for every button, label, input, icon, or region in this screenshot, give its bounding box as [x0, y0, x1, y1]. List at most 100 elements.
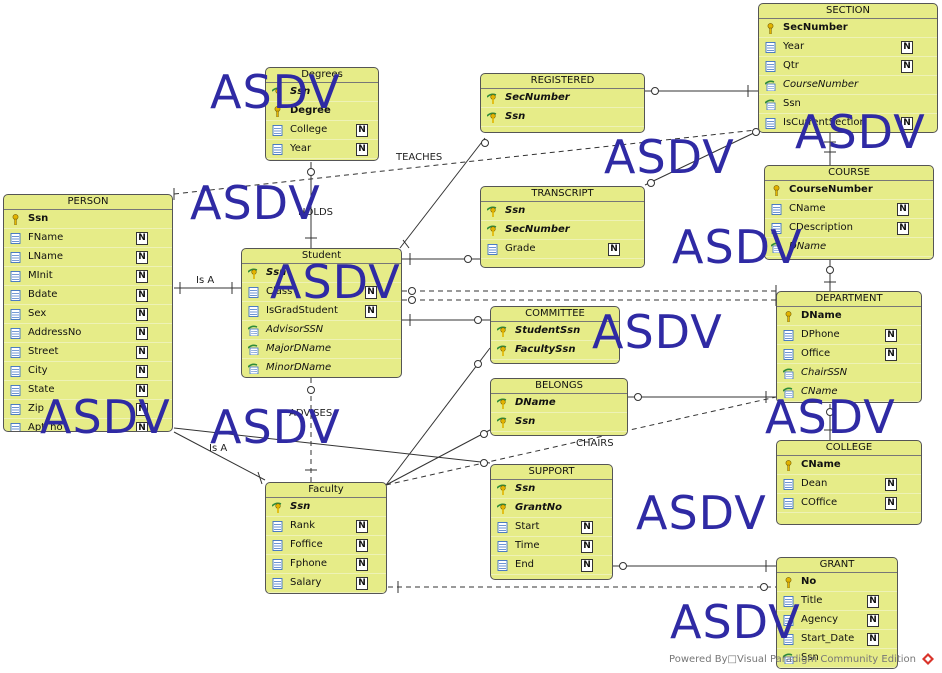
attribute-row[interactable]: SecNumber	[759, 19, 937, 38]
attribute-row[interactable]: ChairSSN	[777, 364, 921, 383]
column-icon	[10, 328, 21, 339]
attribute-row[interactable]: DName	[765, 238, 933, 257]
foreign-key-icon	[248, 344, 259, 355]
attribute-row[interactable]: SecNumber	[481, 89, 644, 108]
primary-foreign-key-icon	[487, 112, 497, 123]
attribute-name: Fphone	[290, 558, 328, 569]
attribute-row[interactable]: Ssn	[266, 498, 386, 517]
attribute-name: Qtr	[783, 60, 799, 71]
foreign-key-icon	[765, 80, 776, 91]
attribute-row[interactable]: DName	[777, 307, 921, 326]
attribute-row[interactable]: Ssn	[481, 108, 644, 127]
attribute-row[interactable]: Ssn	[491, 480, 612, 499]
attribute-row[interactable]: Degree	[266, 102, 378, 121]
attribute-row[interactable]: StudentSsn	[491, 322, 619, 341]
attribute-row[interactable]: FacultySsn	[491, 341, 619, 360]
attribute-row[interactable]: CName	[777, 383, 921, 402]
attribute-row[interactable]: AdvisorSSN	[242, 321, 401, 340]
attribute-name: Title	[801, 595, 823, 606]
attribute-row[interactable]: CourseNumber	[759, 76, 937, 95]
attribute-row[interactable]: MajorDName	[242, 340, 401, 359]
column-icon	[765, 118, 776, 129]
nullable-flag: N	[136, 270, 148, 283]
primary-key-icon	[785, 311, 792, 322]
column-icon	[765, 42, 776, 53]
attribute-row[interactable]: CName	[777, 456, 921, 475]
column-icon	[771, 223, 782, 234]
attribute-name: DPhone	[801, 329, 840, 340]
attribute-row[interactable]: DName	[491, 394, 627, 413]
attribute-row[interactable]: No	[777, 573, 897, 592]
attribute-row[interactable]: Ssn	[4, 210, 172, 229]
primary-key-icon	[274, 106, 281, 117]
attribute-row[interactable]: SecNumber	[481, 221, 644, 240]
attribute-name: Office	[801, 348, 831, 359]
attribute-row[interactable]: MinorDName	[242, 359, 401, 377]
entity-title: TRANSCRIPT	[481, 187, 644, 202]
attribute-row[interactable]: Ssn	[242, 264, 401, 283]
attribute-row[interactable]: CourseNumber	[765, 181, 933, 200]
attribute-row[interactable]: Ssn	[481, 202, 644, 221]
attribute-row[interactable]: Ssn	[266, 83, 378, 102]
column-icon	[272, 125, 283, 136]
attribute-row[interactable]: Ssn	[759, 95, 937, 114]
primary-foreign-key-icon	[497, 326, 507, 337]
column-icon	[783, 634, 794, 645]
attribute-name: Dean	[801, 478, 828, 489]
primary-foreign-key-icon	[272, 87, 282, 98]
attribute-row[interactable]: Ssn	[777, 649, 897, 668]
attribute-row[interactable]: GrantNo	[491, 499, 612, 518]
attribute-row[interactable]: Ssn	[491, 413, 627, 432]
primary-foreign-key-icon	[248, 268, 258, 279]
